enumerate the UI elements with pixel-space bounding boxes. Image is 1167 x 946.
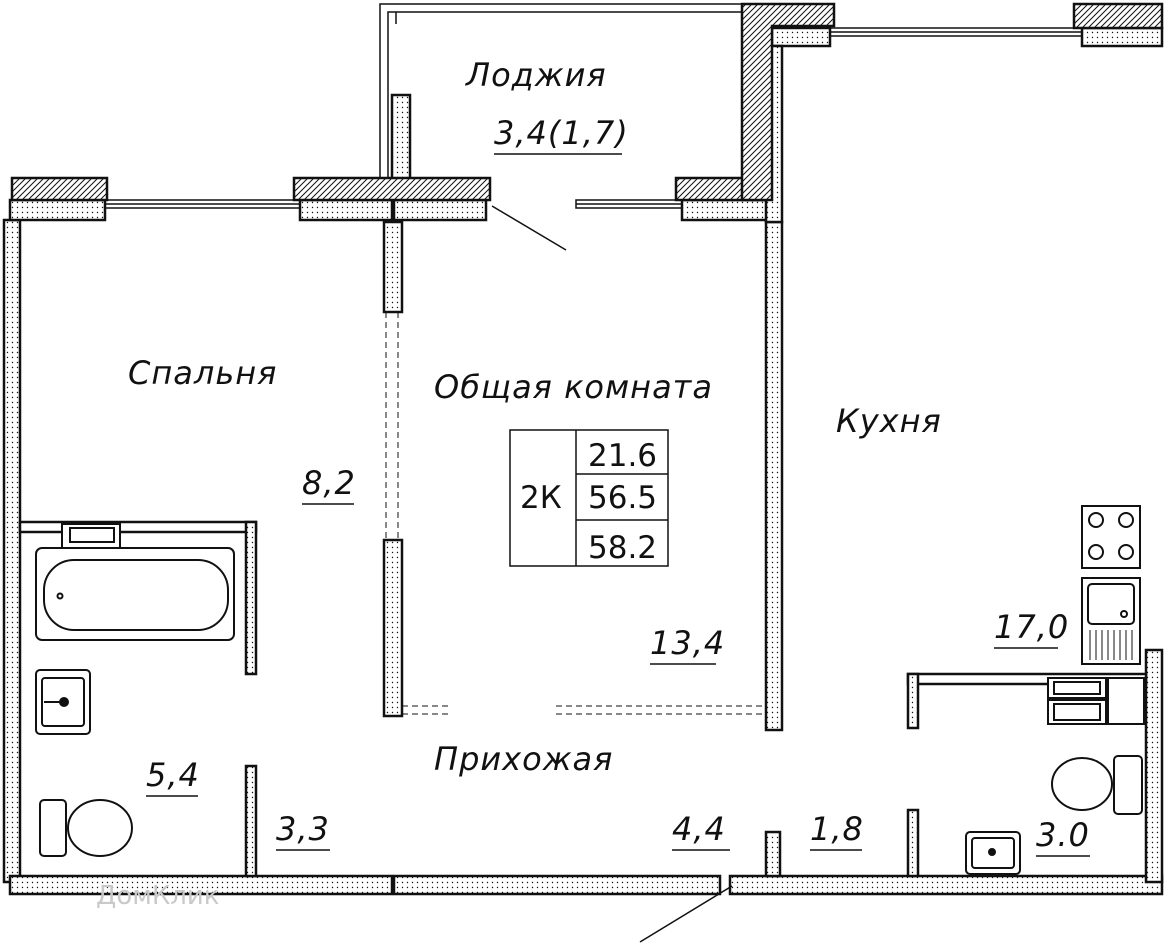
walls <box>2 2 1164 896</box>
wall-corr-stub <box>764 830 782 878</box>
wall-bath-top <box>18 520 258 534</box>
wall-top-left-a <box>8 198 107 222</box>
wall-wc2-left <box>906 672 920 730</box>
loggia-parapet-left <box>10 176 109 202</box>
doors <box>385 205 766 943</box>
room-name-bedroom: Спальня <box>128 354 277 392</box>
windows <box>104 3 1083 209</box>
area-closet: 3,3 <box>276 810 330 848</box>
door-balcony <box>491 205 567 251</box>
area-loggia: 3,4(1,7) <box>494 114 629 152</box>
bathtub-icon <box>35 523 235 641</box>
wall-kitchen-top-b <box>1080 26 1164 48</box>
wall-wc-stub <box>244 764 258 878</box>
stove-icon <box>1081 505 1141 569</box>
fixtures <box>35 505 1145 875</box>
wall-wc2-stub <box>906 808 920 878</box>
toilet-icon <box>39 799 133 857</box>
area-bathroom: 5,4 <box>146 756 200 794</box>
wall-kitchen-left <box>764 220 784 732</box>
room-name-living: Общая комната <box>434 368 713 406</box>
wall-loggia-stub <box>390 93 412 191</box>
wall-bottom-left <box>8 874 394 896</box>
area-hallway: 4,4 <box>672 810 726 848</box>
wall-top-mid <box>392 198 488 222</box>
kitchen-top-hatch <box>1072 2 1164 30</box>
useful-area-value: 56.5 <box>588 480 657 516</box>
loggia-glazing <box>379 3 742 178</box>
summary-table <box>509 429 669 567</box>
washing-unit-icon <box>1047 677 1145 725</box>
wall-bottom-mid <box>392 874 722 896</box>
apartment-type: 2К <box>520 480 562 516</box>
loggia-parapet-mid <box>292 176 492 202</box>
wall-kitchen-top-a <box>770 26 832 48</box>
room-name-kitchen: Кухня <box>836 402 942 440</box>
wall-top-left-b <box>298 198 394 222</box>
loggia-corner-wall <box>740 2 836 202</box>
wall-top-right <box>680 198 776 222</box>
door-entrance <box>639 885 733 943</box>
area-corridor: 1,8 <box>810 810 864 848</box>
watermark-text: ДомКлик <box>96 881 220 911</box>
wall-bath-right <box>244 520 258 676</box>
area-wc: 3.0 <box>1036 816 1090 854</box>
wall-bottom-right <box>728 874 1164 896</box>
wall-left <box>2 218 22 884</box>
wall-right <box>1144 648 1164 884</box>
area-bedroom: 8,2 <box>302 464 356 502</box>
wall-partition-b <box>382 538 404 718</box>
area-kitchen: 17,0 <box>994 608 1069 646</box>
living-area-value: 21.6 <box>588 438 657 474</box>
room-name-loggia: Лоджия <box>465 56 607 94</box>
kitchen-sink-icon <box>1081 577 1141 665</box>
toilet-2-icon <box>1051 755 1143 815</box>
room-name-hallway: Прихожая <box>434 740 613 778</box>
sink-icon <box>35 669 91 735</box>
total-area-value: 58.2 <box>588 530 657 566</box>
area-living: 13,4 <box>650 624 725 662</box>
sink-2-icon <box>965 831 1021 875</box>
wall-partition-a <box>382 220 404 314</box>
